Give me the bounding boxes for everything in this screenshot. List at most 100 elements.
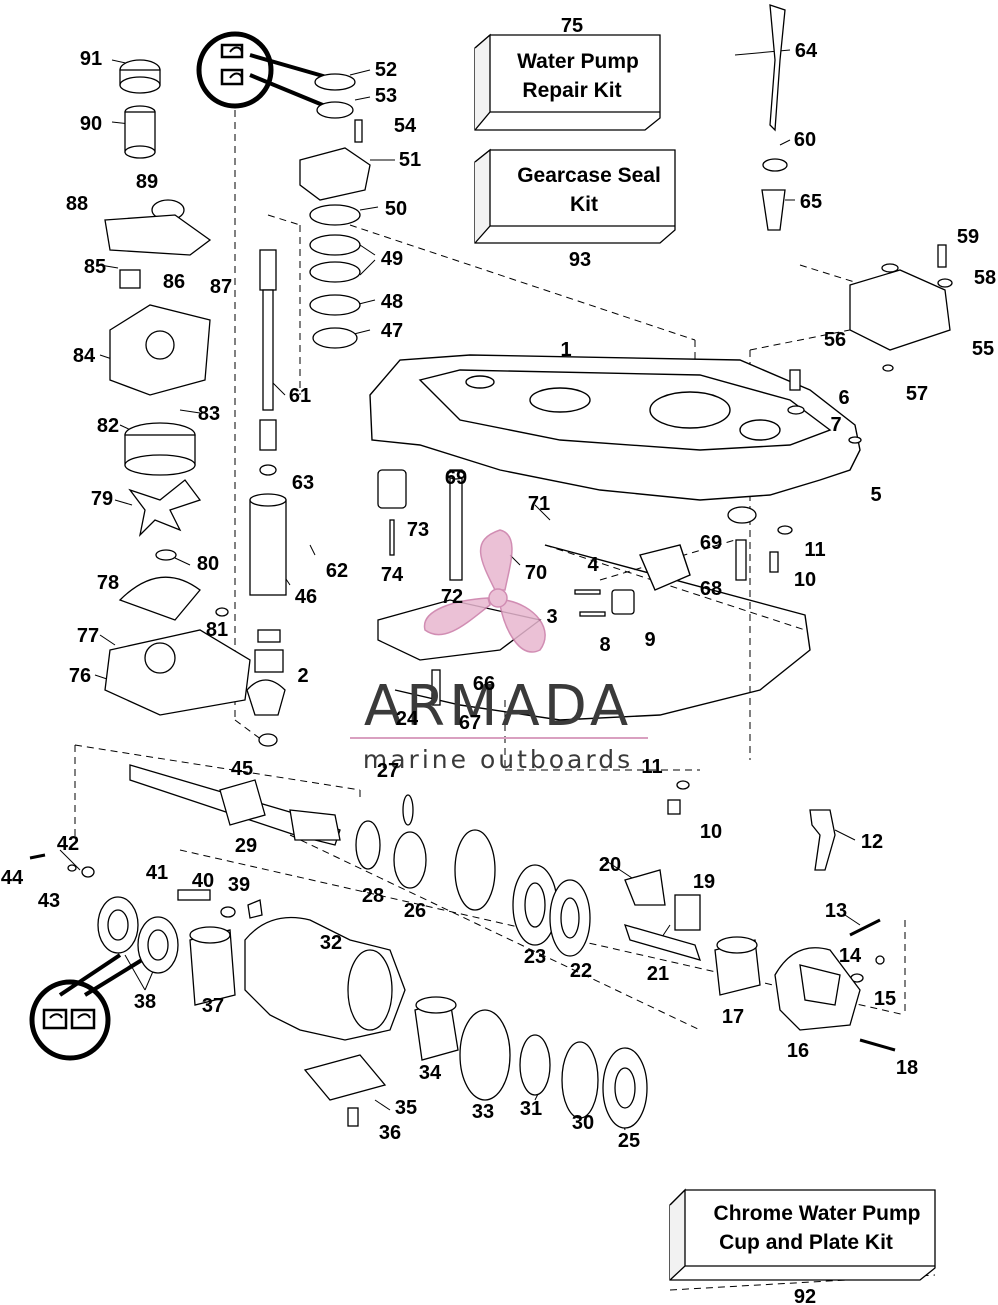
part-label: 57 [906,383,928,405]
watermark-brand: ARMADA [364,674,632,739]
part-label: 64 [795,40,818,62]
part-label: 5 [870,484,881,506]
part-label: 33 [472,1101,494,1123]
part-label: 74 [381,564,404,586]
part-number-labels: 1 2 3 4 5 6 7 8 9 10 10 11 11 12 13 14 1… [1,40,996,1152]
kit-label-line1: Chrome Water Pump [714,1202,921,1225]
right-side-parts [574,506,896,1052]
part-label: 90 [80,113,102,135]
part-label: 49 [381,248,403,270]
part-label: 50 [385,198,407,220]
kit-number-92: 92 [794,1286,816,1305]
part-label: 22 [570,960,592,982]
part-label: 35 [395,1097,417,1119]
part-label: 79 [91,488,113,510]
part-label: 37 [202,995,224,1017]
kit-label-line2: Kit [570,193,598,216]
gearcase-housing [369,354,861,721]
part-label: 46 [295,586,317,608]
part-label: 73 [407,519,429,541]
part-label: 78 [97,572,119,594]
part-label: 23 [524,946,546,968]
propshaft-parts [29,764,648,1129]
part-label: 12 [861,831,883,853]
part-label: 65 [800,191,822,213]
part-label: 4 [587,554,599,576]
part-label: 20 [599,854,621,876]
part-label: 10 [794,569,816,591]
seal-detail-circle-bottom [29,953,152,1061]
part-label: 11 [641,756,662,778]
part-label: 42 [57,833,79,855]
part-label: 25 [618,1130,640,1152]
kit-box-water-pump: 75 Water Pump Repair Kit [474,15,661,131]
part-label: 7 [830,414,841,436]
part-label: 91 [80,48,102,70]
part-label: 9 [644,629,655,651]
kit-label-line1: Water Pump [517,50,639,73]
part-label: 51 [399,149,421,171]
part-label: 59 [957,226,979,248]
shift-linkage-parts [761,4,953,444]
part-label: 40 [192,870,214,892]
part-label: 68 [700,578,722,600]
part-label: 17 [722,1006,744,1028]
part-label: 80 [197,553,219,575]
part-label: 26 [404,900,426,922]
kit-label-line2: Repair Kit [522,79,621,102]
part-label: 72 [441,586,463,608]
part-label: 47 [381,320,403,342]
kit-label-line2: Cup and Plate Kit [719,1231,893,1254]
part-label: 45 [231,758,253,780]
part-label: 10 [700,821,722,843]
part-label: 44 [1,867,24,889]
part-label: 8 [599,634,610,656]
part-label: 81 [206,619,228,641]
driveshaft-parts [246,73,542,747]
kit-box-chrome-pump: Chrome Water Pump Cup and Plate Kit 92 [669,1188,936,1305]
part-label: 88 [66,193,88,215]
part-label: 27 [377,760,399,782]
part-label: 69 [700,532,722,554]
part-label: 58 [974,267,996,289]
part-label: 83 [198,403,220,425]
part-label: 29 [235,835,257,857]
part-label: 56 [824,329,846,351]
part-label: 66 [473,673,495,695]
part-label: 82 [97,415,119,437]
armada-watermark: ARMADA marine outboards [350,529,648,774]
part-label: 32 [320,932,342,954]
part-label: 36 [379,1122,401,1144]
part-label: 16 [787,1040,809,1062]
part-label: 85 [84,256,106,278]
part-label: 43 [38,890,60,912]
propeller-logo-icon [423,529,546,653]
part-label: 63 [292,472,314,494]
part-label: 62 [326,560,348,582]
part-label: 19 [693,871,715,893]
part-label: 54 [394,115,417,137]
part-label: 55 [972,338,994,360]
part-label: 21 [647,963,669,985]
part-label: 61 [289,385,311,407]
part-label: 48 [381,291,403,313]
part-label: 39 [228,874,250,896]
kit-number-75: 75 [561,15,583,37]
seal-detail-circle-top [196,31,331,110]
part-label: 77 [77,625,99,647]
part-label: 41 [146,862,168,884]
water-pump-parts [104,59,251,716]
part-label: 31 [520,1098,542,1120]
part-label: 86 [163,271,185,293]
watermark-tagline: marine outboards [363,745,633,774]
kit-box-gearcase-seal: Gearcase Seal Kit 93 [474,148,676,271]
part-label: 14 [839,945,862,967]
part-label: 52 [375,59,397,81]
part-label: 2 [297,665,308,687]
part-label: 11 [804,539,825,561]
part-label: 13 [825,900,847,922]
part-label: 3 [546,606,557,628]
part-label: 87 [210,276,232,298]
part-label: 60 [794,129,816,151]
